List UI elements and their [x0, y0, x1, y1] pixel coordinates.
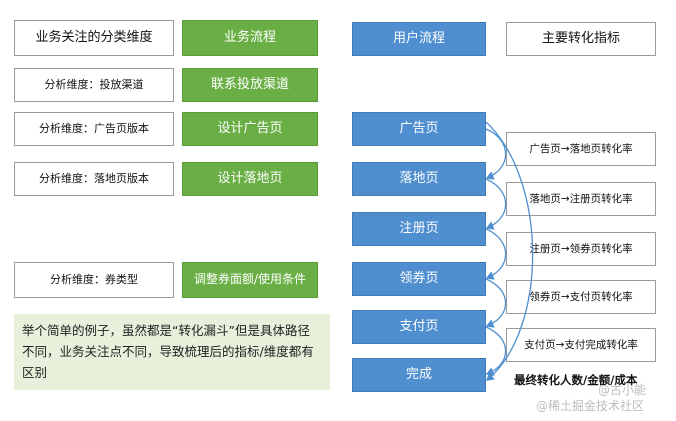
arrow-ad-to-landing [485, 128, 507, 180]
dimension-ad-page-version: 分析维度：广告页版本 [14, 112, 174, 146]
user-step-ad-page: 广告页 [352, 112, 486, 146]
arrow-landing-to-register [485, 178, 507, 230]
user-step-landing-page: 落地页 [352, 162, 486, 196]
business-step-adjust-coupon: 调整券面额/使用条件 [182, 262, 318, 298]
user-step-payment-page: 支付页 [352, 310, 486, 344]
final-metric-label: 最终转化人数/金额/成本 [514, 373, 638, 387]
arrow-ad-to-complete [485, 121, 534, 381]
user-step-coupon-page: 领券页 [352, 262, 486, 296]
business-step-contact-channel: 联系投放渠道 [182, 68, 318, 102]
arrow-payment-to-complete [485, 326, 507, 376]
metric-coupon-to-payment: 领券页→支付页转化率 [506, 280, 656, 314]
metric-landing-to-register: 落地页→注册页转化率 [506, 182, 656, 216]
dimensions-header: 业务关注的分类维度 [14, 20, 174, 56]
user-step-complete: 完成 [352, 358, 486, 392]
metric-register-to-coupon: 注册页→领券页转化率 [506, 232, 656, 266]
arrow-register-to-coupon [485, 228, 507, 280]
dimension-landing-page-version: 分析维度：落地页版本 [14, 162, 174, 196]
metric-ad-to-landing: 广告页→落地页转化率 [506, 132, 656, 166]
dimension-coupon-type: 分析维度：券类型 [14, 262, 174, 298]
example-note: 举个简单的例子，虽然都是“转化漏斗”但是具体路径不同，业务关注点不同，导致梳理后… [14, 314, 330, 390]
business-step-design-ad-page: 设计广告页 [182, 112, 318, 146]
watermark-community: @稀土掘金技术社区 [536, 399, 645, 413]
business-flow-header: 业务流程 [182, 20, 318, 56]
arrow-coupon-to-payment [485, 278, 507, 328]
metrics-header: 主要转化指标 [506, 22, 656, 56]
watermark-author: @古小能 [598, 383, 647, 397]
user-step-register-page: 注册页 [352, 212, 486, 246]
user-flow-header: 用户流程 [352, 22, 486, 56]
business-step-design-landing-page: 设计落地页 [182, 162, 318, 196]
dimension-channel: 分析维度：投放渠道 [14, 68, 174, 102]
metric-payment-to-complete: 支付页→支付完成转化率 [506, 328, 656, 362]
